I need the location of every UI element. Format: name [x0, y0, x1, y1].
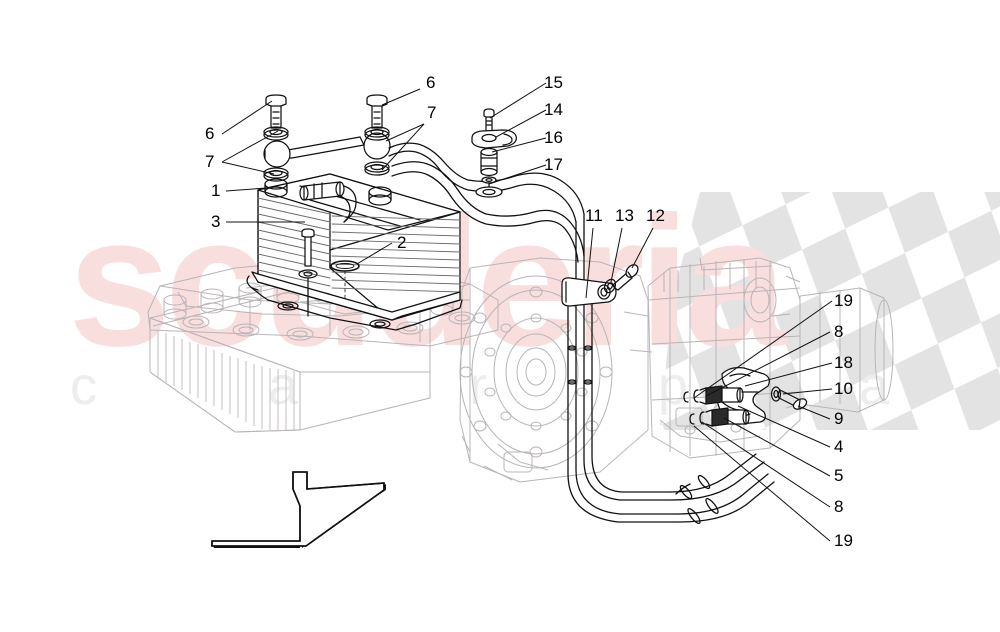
- callout-9: 9: [834, 409, 843, 428]
- hose-fitting-lower: [689, 407, 750, 427]
- callout-15: 15: [544, 73, 563, 92]
- callout-11: 11: [585, 206, 603, 225]
- callout-7-left: 7: [205, 152, 214, 171]
- watermark-carpa: c a r p a: [70, 356, 967, 416]
- washer-7-lower-left: [263, 167, 289, 182]
- callout-18: 18: [834, 353, 853, 372]
- callout-19-top: 19: [834, 291, 853, 310]
- cooler-support-rod: [263, 132, 391, 168]
- oil-pipe-lower: [391, 161, 585, 263]
- svg-text:c a r p a: c a r p a: [70, 356, 967, 416]
- forward-direction-arrow: [211, 471, 386, 548]
- callout-3: 3: [211, 212, 220, 231]
- washer-7-upper-left: [263, 126, 289, 141]
- washer-7-lower-right: [364, 161, 390, 176]
- bolt-6-left: [265, 94, 287, 129]
- callout-labels: 6 6 7 7 1 3 2 15 14 16 17 11 13 12 19 8 …: [205, 73, 853, 550]
- callout-leaders: [221, 82, 833, 542]
- callout-8-bottom: 8: [834, 497, 843, 516]
- callout-7-top: 7: [427, 103, 436, 122]
- callout-17: 17: [544, 155, 563, 174]
- callout-13: 13: [615, 206, 634, 225]
- callout-14: 14: [544, 100, 563, 119]
- cooler-centre-bolt: [298, 228, 318, 317]
- bushing-16: [480, 147, 498, 177]
- main-parts: [246, 94, 808, 524]
- bolt-15: [483, 108, 495, 133]
- callout-12: 12: [646, 206, 665, 225]
- pipe-clamp-11: [561, 277, 617, 307]
- callout-4: 4: [834, 437, 843, 456]
- hose-fitting-upper: [683, 385, 744, 411]
- callout-8-top: 8: [834, 322, 843, 341]
- o-ring-2: [330, 260, 360, 301]
- callout-19-bottom: 19: [834, 531, 853, 550]
- hose-rear: [567, 291, 775, 524]
- callout-2: 2: [397, 233, 406, 252]
- callout-6-left: 6: [205, 124, 214, 143]
- bolt-12: [612, 264, 639, 291]
- callout-16: 16: [544, 128, 563, 147]
- washer-17: [475, 176, 503, 198]
- callout-1: 1: [211, 181, 220, 200]
- callout-10: 10: [834, 379, 853, 398]
- callout-5: 5: [834, 466, 843, 485]
- bracket-plate-14: [471, 129, 517, 149]
- bolt-6-right: [366, 94, 388, 129]
- washer-7-upper-right: [364, 126, 390, 141]
- callout-6-right: 6: [426, 73, 435, 92]
- hose-front: [583, 291, 765, 501]
